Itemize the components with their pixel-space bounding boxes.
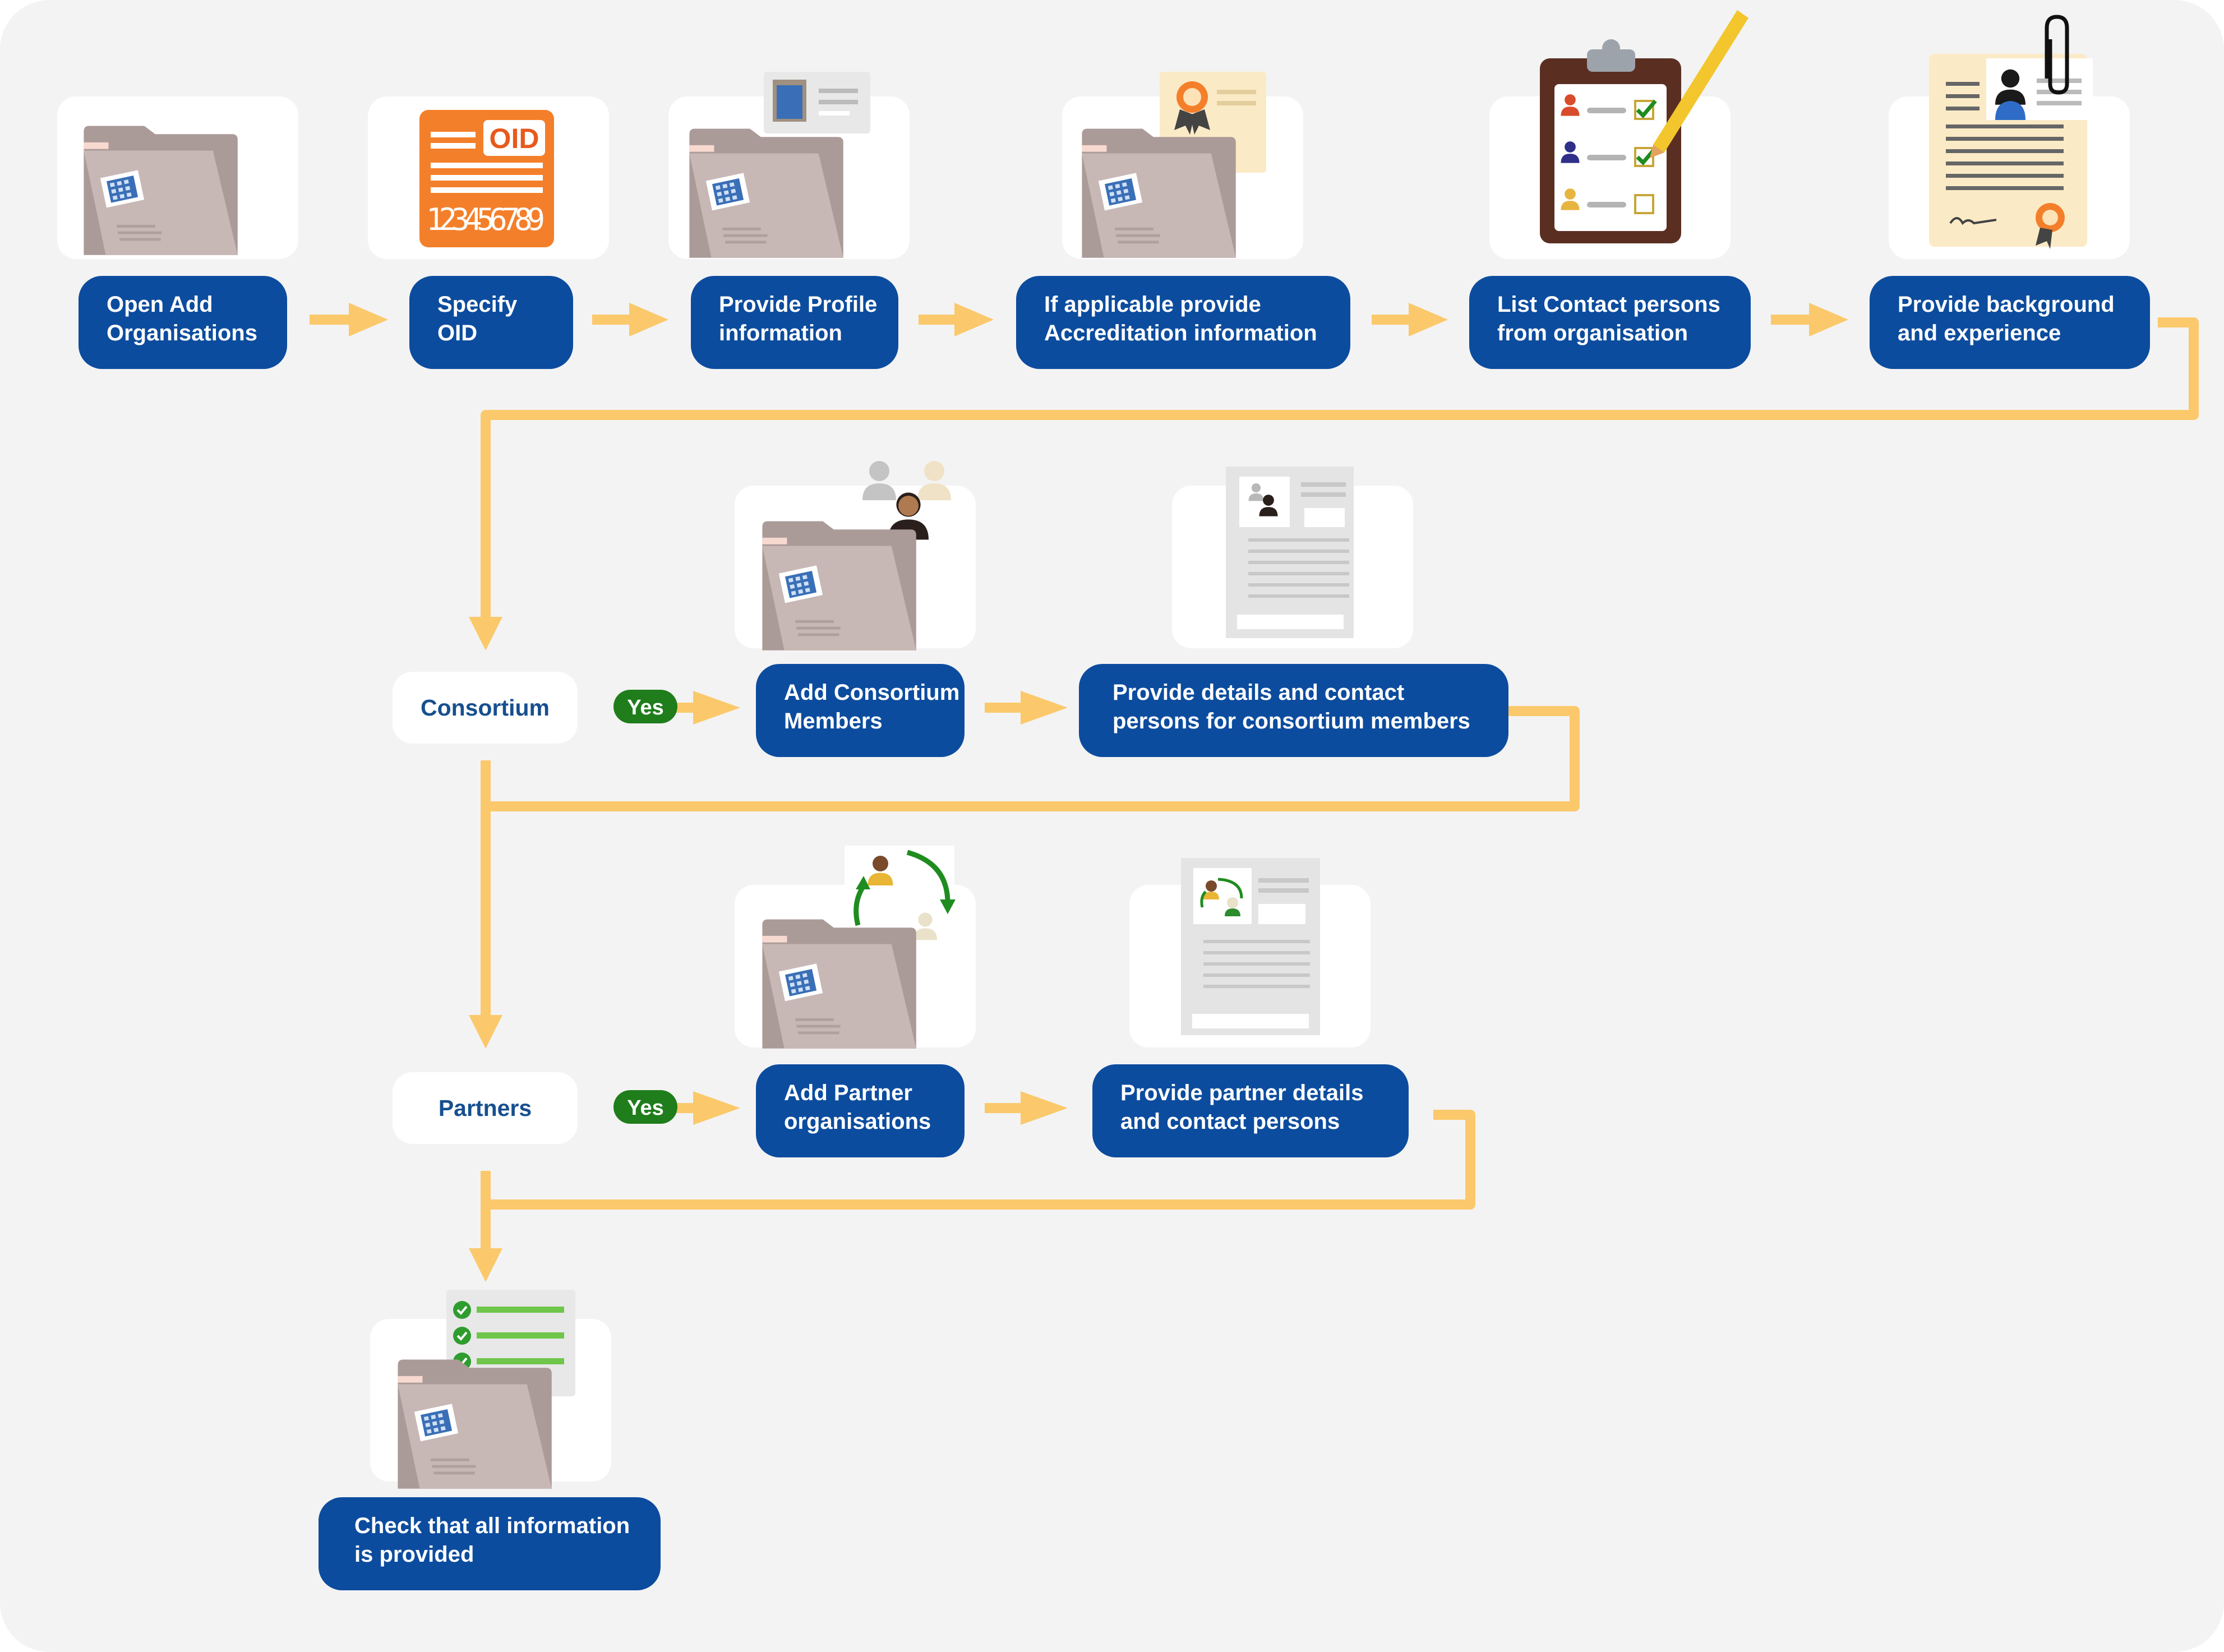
yes-badge-partners: Yes <box>613 1090 677 1124</box>
yes-label: Yes <box>627 1096 664 1120</box>
document-partner-icon <box>1181 858 1320 1035</box>
document-consortium-icon <box>1226 467 1354 638</box>
arrowheads <box>349 303 1848 1282</box>
step-specify-oid: Specify OID <box>409 276 573 369</box>
clipboard-checklist-icon <box>1540 10 1748 243</box>
folder-partner-icon <box>762 846 956 1049</box>
step-open-add-organisations: Open Add Organisations <box>79 276 287 369</box>
decision-consortium: Consortium <box>393 672 578 744</box>
step-accreditation: If applicable provide Accreditation info… <box>1016 276 1350 369</box>
oid-card-icon: OID 123456789 <box>419 110 554 247</box>
folder-icon <box>84 126 238 255</box>
step-provide-profile: Provide Profile information <box>691 276 898 369</box>
step-check-information: Check that all information is provided <box>319 1497 661 1590</box>
folder-consortium-icon <box>762 461 951 650</box>
oid-number: 123456789 <box>426 202 545 237</box>
step-partner-details: Provide partner details and contact pers… <box>1092 1064 1409 1157</box>
yes-badge-consortium: Yes <box>613 690 677 723</box>
decision-partners: Partners <box>393 1072 578 1144</box>
step-list-contact-persons: List Contact persons from organisation <box>1469 276 1751 369</box>
step-add-consortium-members: Add Consortium Members <box>756 664 965 757</box>
folder-checklist-icon <box>398 1290 575 1489</box>
oid-tag: OID <box>490 123 539 154</box>
step-consortium-details: Provide details and contact persons for … <box>1079 664 1508 757</box>
step-add-partner-organisations: Add Partner organisations <box>756 1064 965 1157</box>
folder-accreditation-icon <box>1082 72 1266 258</box>
step-background-experience: Provide background and experience <box>1870 276 2150 369</box>
cv-document-icon <box>1929 15 2093 249</box>
folder-profile-icon <box>689 72 870 258</box>
flow-connectors <box>310 315 2199 1254</box>
yes-label: Yes <box>627 696 664 719</box>
